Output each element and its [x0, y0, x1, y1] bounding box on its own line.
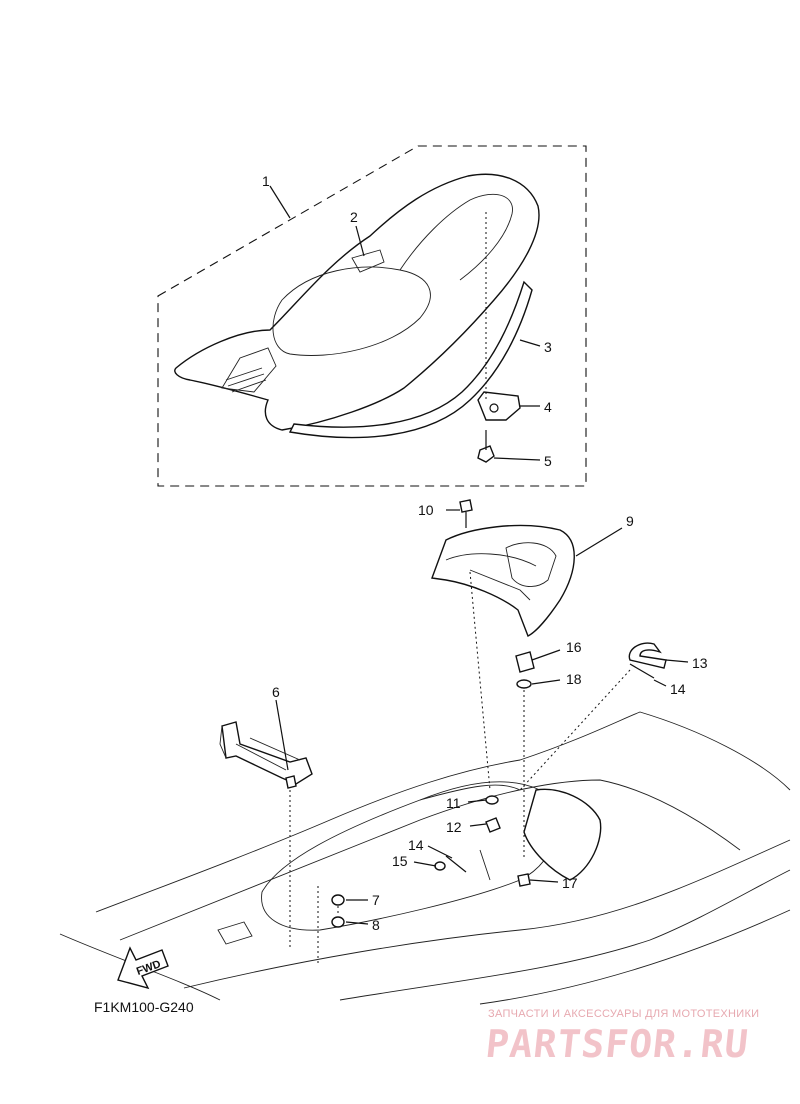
bolt-part-17: [517, 873, 531, 887]
fwd-arrow: FWD: [117, 946, 169, 990]
leader-lines: [269, 185, 689, 925]
nut-part-16: [515, 651, 535, 673]
callout-13: 13: [692, 655, 708, 671]
callout-3: 3: [544, 339, 552, 355]
pin-part-14-lower: [445, 855, 467, 873]
callout-6: 6: [272, 684, 280, 700]
callout-18: 18: [566, 671, 582, 687]
callout-16: 16: [566, 639, 582, 655]
callout-14-lower: 14: [408, 837, 424, 853]
callout-10: 10: [418, 502, 434, 518]
bracket-part-6: [219, 721, 313, 785]
bolt-part-5: [477, 445, 495, 463]
callout-4: 4: [544, 399, 552, 415]
callout-labels: 1 2 3 4 5 6 7 8 9 10 11 12 13 14 14 15 1…: [262, 173, 708, 933]
grab-handle-part: [431, 524, 575, 637]
callout-9: 9: [626, 513, 634, 529]
seat-assembly-boundary: [157, 145, 587, 487]
watermark-tagline: ЗАПЧАСТИ И АКСЕССУАРЫ ДЛЯ МОТОТЕХНИКИ: [488, 1008, 760, 1020]
callout-14-upper: 14: [670, 681, 686, 697]
nut-part-12: [485, 817, 501, 833]
callout-2: 2: [350, 209, 358, 225]
diagram-code: F1KM100-G240: [94, 999, 194, 1015]
watermark-logo: PARTSFOR.RU: [483, 1022, 751, 1066]
callout-8: 8: [372, 917, 380, 933]
grommet-part-7: [331, 894, 345, 906]
nut-part-15: [434, 861, 446, 871]
washer-part-18: [516, 679, 532, 689]
callout-17: 17: [562, 875, 578, 891]
bracket-part-4: [477, 391, 521, 421]
callout-12: 12: [446, 819, 462, 835]
seat-part: [174, 173, 540, 439]
u-clip-part-13: [628, 642, 667, 669]
nut-part-8: [331, 916, 345, 928]
callout-11: 11: [446, 795, 461, 811]
hull-body: [59, 711, 791, 1005]
callout-5: 5: [544, 453, 552, 469]
bolt-part-10: [459, 499, 473, 513]
callout-1: 1: [262, 173, 270, 189]
callout-7: 7: [372, 892, 380, 908]
washer-part-11: [485, 795, 499, 805]
callout-15: 15: [392, 853, 408, 869]
